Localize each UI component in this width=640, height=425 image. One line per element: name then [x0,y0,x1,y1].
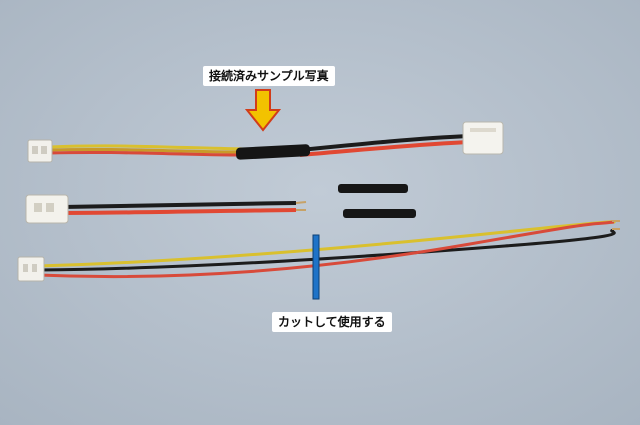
stripped-cable [25,194,307,224]
small-connector-left [27,139,53,163]
loose-tube-2 [343,209,416,218]
heat-shrink-tube [235,144,311,160]
long-cable [17,220,620,282]
loose-tube-1 [338,184,408,193]
connected-cable [27,121,504,163]
cut-and-use-label: カットして使用する [272,312,392,332]
large-connector-right [462,121,504,155]
connector-bottom [17,256,45,282]
cut-line-marker [312,234,320,300]
connected-sample-label: 接続済みサンプル写真 [203,66,335,86]
arrow-down-icon [244,89,282,132]
